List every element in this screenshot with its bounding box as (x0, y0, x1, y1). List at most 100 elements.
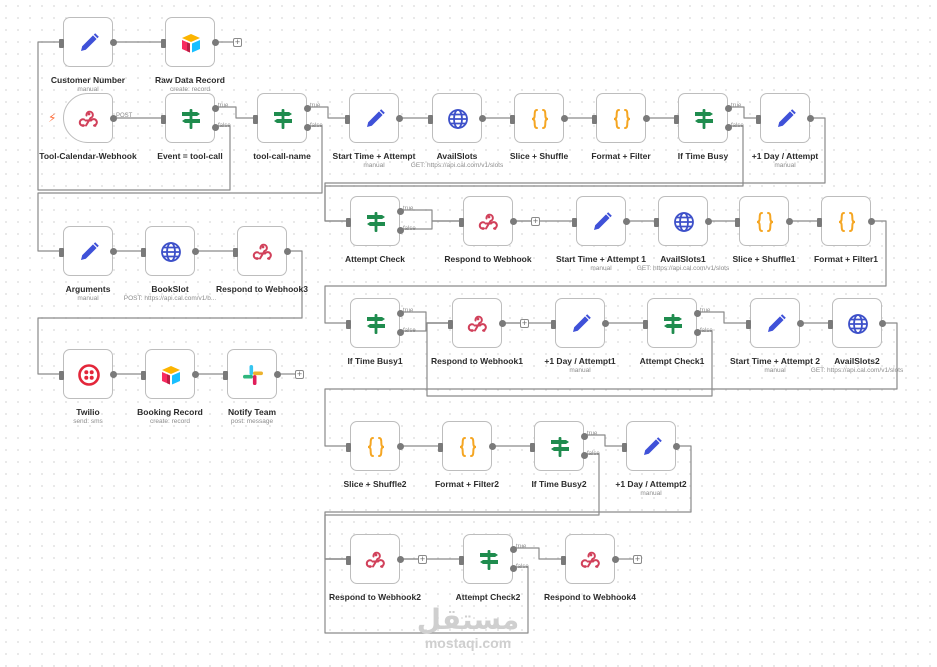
node-respond-to-webhook4[interactable]: Respond to Webhook4 (544, 534, 636, 602)
input-port[interactable] (346, 320, 351, 329)
output-port[interactable] (797, 320, 804, 327)
output-port-false[interactable] (397, 227, 404, 234)
input-port[interactable] (459, 556, 464, 565)
input-port[interactable] (346, 218, 351, 227)
output-port[interactable] (396, 115, 403, 122)
output-port[interactable] (602, 320, 609, 327)
output-port[interactable] (192, 371, 199, 378)
output-port[interactable] (673, 443, 680, 450)
output-port[interactable] (623, 218, 630, 225)
output-port-true[interactable] (694, 310, 701, 317)
input-port[interactable] (59, 371, 64, 380)
input-port[interactable] (828, 320, 833, 329)
add-node-button[interactable]: + (418, 553, 427, 564)
output-port[interactable] (284, 248, 291, 255)
input-port[interactable] (746, 320, 751, 329)
output-port[interactable] (561, 115, 568, 122)
input-port[interactable] (345, 115, 350, 124)
output-port[interactable] (807, 115, 814, 122)
add-node-button[interactable]: + (520, 317, 529, 328)
output-port[interactable] (479, 115, 486, 122)
input-port[interactable] (161, 39, 166, 48)
output-port[interactable] (110, 39, 117, 46)
node-format-filter[interactable]: Format + Filter (591, 93, 651, 161)
input-port[interactable] (346, 556, 351, 565)
output-port[interactable] (786, 218, 793, 225)
input-port[interactable] (428, 115, 433, 124)
output-port-false[interactable] (581, 452, 588, 459)
input-port[interactable] (161, 115, 166, 124)
node-format-filter2[interactable]: Format + Filter2 (435, 421, 499, 489)
output-port-true[interactable] (581, 433, 588, 440)
input-port[interactable] (253, 115, 258, 124)
output-port[interactable] (879, 320, 886, 327)
input-port[interactable] (530, 443, 535, 452)
input-port[interactable] (459, 218, 464, 227)
output-port-false[interactable] (212, 124, 219, 131)
input-port[interactable] (561, 556, 566, 565)
input-port[interactable] (817, 218, 822, 227)
output-port-true[interactable] (212, 105, 219, 112)
output-port-true[interactable] (304, 105, 311, 112)
output-port-false[interactable] (304, 124, 311, 131)
output-port-true[interactable] (397, 310, 404, 317)
input-port[interactable] (59, 39, 64, 48)
output-port[interactable] (510, 218, 517, 225)
input-port[interactable] (592, 115, 597, 124)
output-port[interactable] (705, 218, 712, 225)
output-port[interactable] (110, 248, 117, 255)
node-respond-to-webhook3[interactable]: Respond to Webhook3 (216, 226, 308, 294)
output-port[interactable] (110, 371, 117, 378)
output-port[interactable] (192, 248, 199, 255)
output-port-true[interactable] (725, 105, 732, 112)
node-format-filter1[interactable]: Format + Filter1 (814, 196, 878, 264)
node-slice-shuffle[interactable]: Slice + Shuffle (510, 93, 568, 161)
output-port-true[interactable] (397, 208, 404, 215)
output-port[interactable] (489, 443, 496, 450)
node-slice-shuffle1[interactable]: Slice + Shuffle1 (732, 196, 796, 264)
output-port[interactable] (212, 39, 219, 46)
output-port[interactable] (397, 556, 404, 563)
input-port[interactable] (141, 248, 146, 257)
output-port[interactable] (397, 443, 404, 450)
input-port[interactable] (223, 371, 228, 380)
input-port[interactable] (141, 371, 146, 380)
output-port-false[interactable] (510, 565, 517, 572)
input-port[interactable] (438, 443, 443, 452)
add-node-button[interactable]: + (633, 553, 642, 564)
input-port[interactable] (448, 320, 453, 329)
add-node-button[interactable]: + (233, 36, 242, 47)
output-port-true[interactable] (510, 546, 517, 553)
input-port[interactable] (551, 320, 556, 329)
input-port[interactable] (674, 115, 679, 124)
add-node-button[interactable]: + (295, 368, 304, 379)
input-port[interactable] (346, 443, 351, 452)
output-port-false[interactable] (694, 329, 701, 336)
node-respond-to-webhook1[interactable]: Respond to Webhook1 (431, 298, 523, 366)
node-slice-shuffle2[interactable]: Slice + Shuffle2 (343, 421, 407, 489)
input-port[interactable] (622, 443, 627, 452)
